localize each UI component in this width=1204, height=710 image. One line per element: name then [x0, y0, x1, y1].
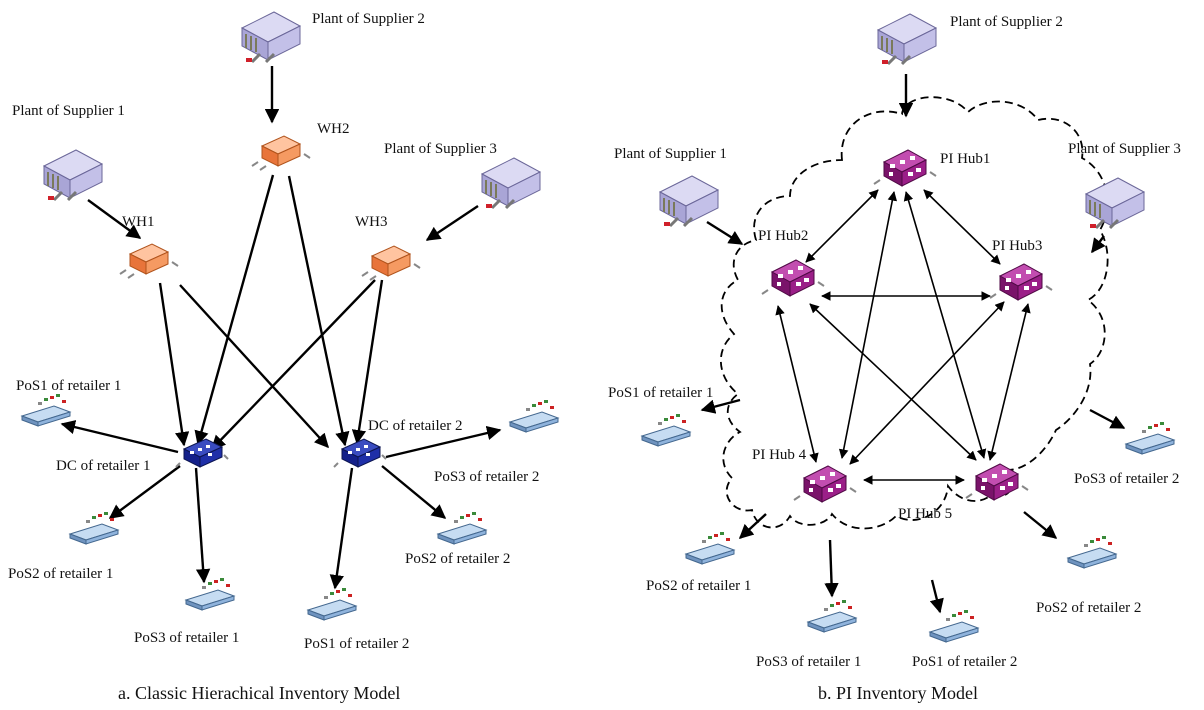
label-dc1: DC of retailer 1	[56, 458, 151, 474]
label-supplier1-b: Plant of Supplier 1	[614, 146, 727, 162]
pi-hub-icon	[989, 263, 1053, 301]
edge-s3-wh3	[425, 205, 479, 241]
edge-cloud-pos1r2	[929, 579, 944, 614]
label-pos3-r2: PoS3 of retailer 2	[434, 469, 539, 485]
panel-b: Plant of Supplier 2 Plant of Supplier 1 …	[608, 12, 1181, 703]
edge-wh2-dc2	[287, 175, 350, 447]
label-hub3: PI Hub3	[992, 238, 1042, 254]
caption-a: a. Classic Hierachical Inventory Model	[118, 683, 400, 703]
label-pos3-r2-b: PoS3 of retailer 2	[1074, 471, 1179, 487]
edge-wh1-dc2	[179, 284, 329, 449]
plant-icon	[658, 174, 720, 228]
label-supplier2-b: Plant of Supplier 2	[950, 14, 1063, 30]
pos-terminal-icon	[21, 393, 71, 427]
edge-hub3-hub4	[849, 301, 1005, 465]
edge-dc2-pos2r2	[381, 465, 447, 519]
edge-cloud-pos2r2	[1023, 511, 1058, 539]
label-hub4: PI Hub 4	[752, 447, 807, 463]
label-pos3-r1-b: PoS3 of retailer 1	[756, 654, 861, 670]
label-pos3-r1: PoS3 of retailer 1	[134, 630, 239, 646]
edge-cloud-pos3r2	[1089, 408, 1126, 430]
pos-terminal-icon	[929, 609, 979, 643]
panel-b-edges	[700, 74, 1126, 614]
label-dc2: DC of retailer 2	[368, 418, 463, 434]
panel-a-edges	[60, 66, 502, 590]
pi-hub-icon	[761, 259, 825, 297]
edge-wh2-dc1	[194, 174, 275, 446]
label-supplier2: Plant of Supplier 2	[312, 11, 425, 27]
pos-terminal-icon	[1125, 421, 1175, 455]
label-pos2-r2: PoS2 of retailer 2	[405, 551, 510, 567]
pi-hub-icon	[793, 465, 857, 503]
label-pos1-r2: PoS1 of retailer 2	[304, 636, 409, 652]
label-supplier3-b: Plant of Supplier 3	[1068, 141, 1181, 157]
edge-hub2-hub5	[809, 303, 977, 461]
pi-hub-icon	[965, 463, 1029, 501]
edge-hub3-hub5	[987, 303, 1031, 461]
label-pos1-r2-b: PoS1 of retailer 2	[912, 654, 1017, 670]
plant-icon	[240, 10, 302, 64]
label-hub2: PI Hub2	[758, 228, 808, 244]
pos-terminal-icon	[641, 413, 691, 447]
edge-wh1-dc1	[158, 282, 190, 447]
label-pos2-r1: PoS2 of retailer 1	[8, 566, 113, 582]
label-wh1: WH1	[122, 214, 155, 230]
pos-terminal-icon	[185, 577, 235, 611]
edge-s1-hub2	[706, 220, 744, 246]
edge-dc1-pos2r1	[108, 465, 181, 519]
pi-cloud-boundary	[719, 96, 1109, 530]
label-pos1-r1: PoS1 of retailer 1	[16, 378, 121, 394]
edge-dc2-pos1r2	[329, 467, 354, 590]
label-wh3: WH3	[355, 214, 388, 230]
edge-hub2-hub4	[775, 305, 819, 463]
label-wh2: WH2	[317, 121, 350, 137]
pos-terminal-icon	[509, 399, 559, 433]
plant-icon	[42, 148, 104, 202]
caption-b: b. PI Inventory Model	[818, 683, 978, 703]
label-supplier3: Plant of Supplier 3	[384, 141, 497, 157]
label-pos2-r1-b: PoS2 of retailer 1	[646, 578, 751, 594]
pos-terminal-icon	[307, 587, 357, 621]
edge-wh3-dc1	[211, 279, 376, 451]
label-hub1: PI Hub1	[940, 151, 990, 167]
label-supplier1: Plant of Supplier 1	[12, 103, 125, 119]
edge-wh3-dc2	[351, 279, 384, 445]
edge-cloud-pos3r1	[824, 539, 839, 598]
plant-icon	[1084, 176, 1146, 230]
edge-dc2-pos3r2	[385, 425, 502, 459]
label-pos2-r2-b: PoS2 of retailer 2	[1036, 600, 1141, 616]
distribution-center-icon	[333, 438, 387, 468]
edge-cloud-pos2r1	[738, 513, 767, 539]
plant-icon	[876, 12, 938, 66]
pos-terminal-icon	[1067, 535, 1117, 569]
label-hub5: PI Hub 5	[898, 506, 952, 522]
edge-dc1-pos1r1	[60, 420, 179, 454]
edge-hub1-hub4	[838, 191, 898, 459]
edge-cloud-pos1r1	[700, 398, 741, 414]
edge-hub1-hub5	[903, 191, 987, 459]
warehouse-icon	[361, 245, 421, 281]
edge-s3-cloud	[1091, 235, 1106, 254]
pi-hub-icon	[873, 149, 937, 187]
edge-hub1-hub2	[805, 189, 879, 263]
plant-icon	[480, 156, 542, 210]
warehouse-icon	[119, 243, 179, 279]
edge-dc1-pos3r1	[194, 467, 211, 584]
panel-a: Plant of Supplier 2 Plant of Supplier 1 …	[8, 10, 559, 703]
label-pos1-r1-b: PoS1 of retailer 1	[608, 385, 713, 401]
edge-hub1-hub3	[923, 189, 1001, 265]
edge-s1-wh1	[87, 199, 142, 239]
pos-terminal-icon	[685, 531, 735, 565]
pos-terminal-icon	[807, 599, 857, 633]
warehouse-icon	[251, 135, 311, 171]
